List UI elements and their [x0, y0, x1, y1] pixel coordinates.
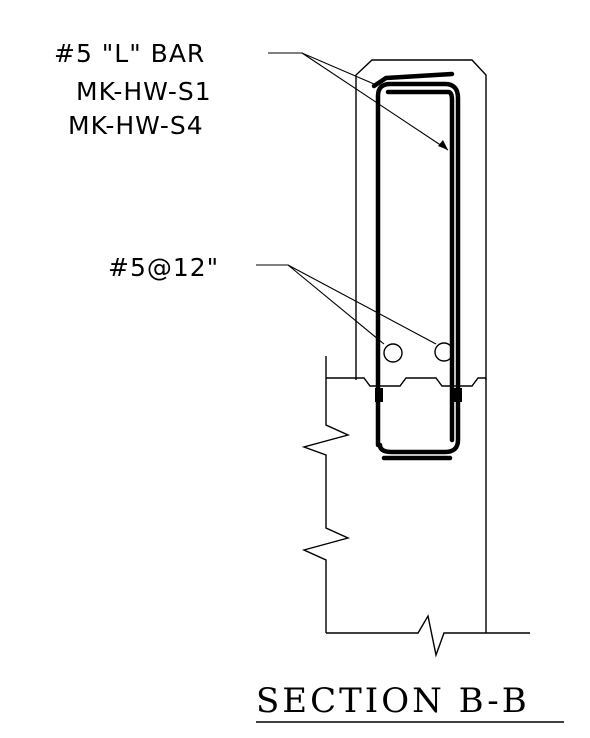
splice-mark-left: [375, 388, 383, 402]
leader-dowel: [256, 264, 437, 345]
rebar-dot-right: [434, 342, 454, 362]
l-bar-label: #5 "L" BAR: [54, 39, 205, 68]
curb-joint: [326, 377, 486, 387]
leader-l-bar-arrow: [438, 140, 448, 150]
curb-outline: [355, 59, 487, 380]
leader-l-bar: [268, 52, 449, 151]
l-bar-top-hook: [371, 71, 455, 89]
l-bar-outer: [375, 81, 461, 455]
l-bar-inner: [385, 89, 455, 443]
splice-mark-right: [454, 388, 462, 402]
section-title: SECTION B-B: [256, 681, 530, 721]
dowel-label: #5@12": [108, 253, 219, 282]
l-bar-mark-1: MK-HW-S1: [76, 77, 212, 106]
rebar-dot-left: [383, 343, 403, 363]
slab-bottom-break: [326, 614, 530, 658]
l-bar-mark-2: MK-HW-S4: [68, 111, 204, 140]
slab-left-edge: [301, 356, 351, 633]
